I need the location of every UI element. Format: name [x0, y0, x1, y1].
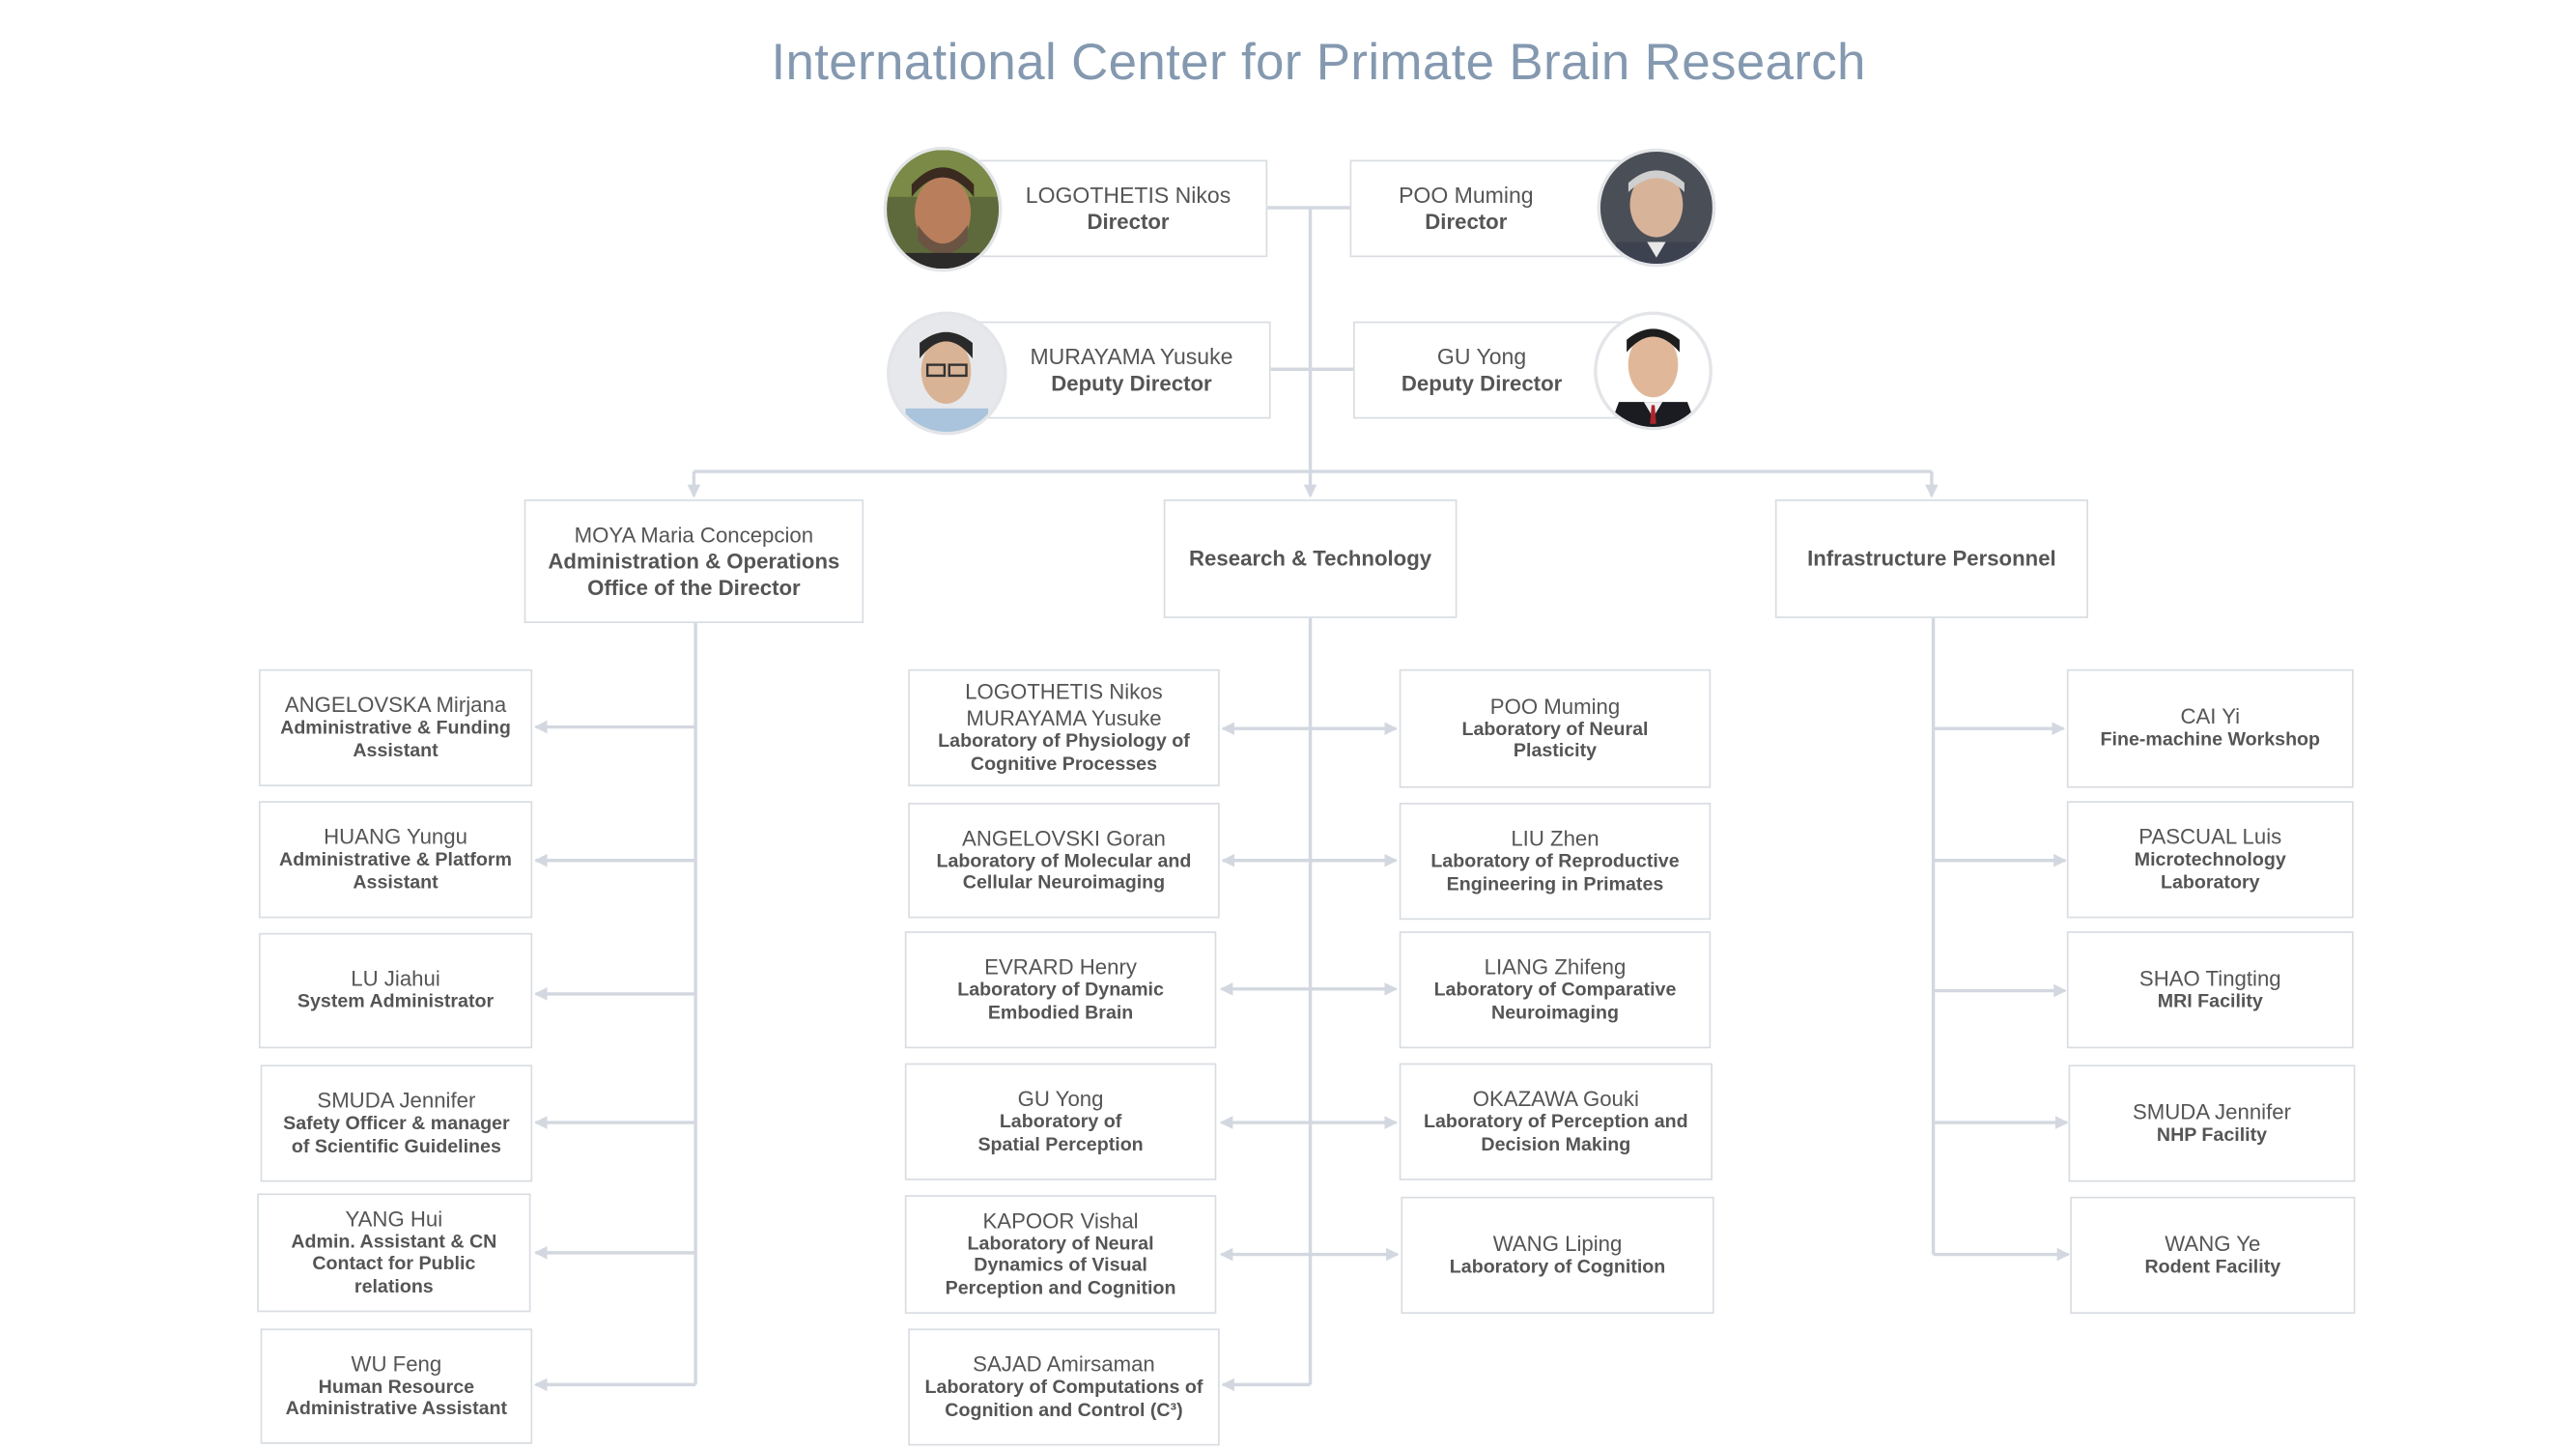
- lab-name: Laboratory of Spatial Perception: [977, 1112, 1144, 1155]
- portrait-gu-icon: [1594, 311, 1713, 431]
- division-head-name: MOYA Maria Concepcion: [574, 522, 814, 547]
- portrait-logothetis-icon: [883, 146, 1003, 272]
- research-lab-card: LOGOTHETIS Nikos MURAYAMA Yusuke Laborat…: [908, 668, 1220, 786]
- director-name: LOGOTHETIS Nikos: [1025, 182, 1231, 208]
- staff-name: ANGELOVSKA Mirjana: [284, 692, 507, 718]
- division-title: Infrastructure Personnel: [1807, 545, 2056, 571]
- facility-name: MRI Facility: [2157, 991, 2263, 1012]
- facility-name: Rodent Facility: [2144, 1257, 2281, 1278]
- research-lab-card: POO Muming Laboratory of Neural Plastici…: [1399, 668, 1712, 788]
- portrait-poo-icon: [1597, 148, 1716, 268]
- division-title: Research & Technology: [1189, 545, 1432, 571]
- staff-name: WANG Ye: [2165, 1231, 2261, 1256]
- staff-name: YANG Hui: [345, 1206, 443, 1232]
- admin-staff-card: YANG Hui Admin. Assistant & CN Contact f…: [257, 1193, 531, 1313]
- division-administration: MOYA Maria Concepcion Administration & O…: [524, 499, 864, 624]
- lab-name: Laboratory of Cognition: [1449, 1257, 1666, 1278]
- director-name: POO Muming: [1399, 182, 1534, 208]
- lab-head-name: ANGELOVSKI Goran: [962, 825, 1166, 850]
- research-lab-card: WANG Liping Laboratory of Cognition: [1401, 1196, 1714, 1315]
- director-role: Deputy Director: [1401, 370, 1563, 395]
- staff-name: HUANG Yungu: [324, 824, 467, 849]
- lab-name: Laboratory of Physiology of Cognitive Pr…: [938, 731, 1190, 775]
- admin-staff-card: WU Feng Human Resource Administrative As…: [260, 1328, 533, 1444]
- lab-name: Laboratory of Dynamic Embodied Brain: [957, 980, 1164, 1023]
- research-lab-card: GU Yong Laboratory of Spatial Perception: [904, 1063, 1217, 1180]
- division-infrastructure: Infrastructure Personnel: [1774, 499, 2089, 618]
- staff-name: SMUDA Jennifer: [317, 1088, 476, 1113]
- staff-role: Administrative & Platform Assistant: [279, 850, 513, 894]
- lab-head-name: LIANG Zhifeng: [1484, 954, 1627, 980]
- facility-name: Fine-machine Workshop: [2100, 730, 2321, 751]
- staff-name: CAI Yi: [2180, 704, 2241, 729]
- infrastructure-card: CAI Yi Fine-machine Workshop: [2066, 668, 2354, 788]
- infrastructure-card: SMUDA Jennifer NHP Facility: [2068, 1065, 2356, 1182]
- director-role: Director: [1425, 208, 1508, 234]
- lab-head-name: POO Muming: [1489, 693, 1621, 719]
- director-logothetis: LOGOTHETIS Nikos Director: [972, 159, 1268, 258]
- staff-name: PASCUAL Luis: [2138, 824, 2282, 849]
- staff-name: WU Feng: [351, 1350, 442, 1376]
- staff-role: System Administrator: [297, 992, 495, 1013]
- director-name: GU Yong: [1436, 343, 1527, 369]
- admin-staff-card: ANGELOVSKA Mirjana Administrative & Fund…: [258, 668, 533, 786]
- research-lab-card: KAPOOR Vishal Laboratory of Neural Dynam…: [904, 1195, 1217, 1315]
- facility-name: Microtechnology Laboratory: [2134, 850, 2286, 894]
- division-subtitle: Office of the Director: [587, 574, 801, 600]
- lab-head-name: LOGOTHETIS Nikos: [965, 679, 1163, 704]
- lab-head-name: WANG Liping: [1492, 1231, 1623, 1256]
- lab-head-name: OKAZAWA Gouki: [1472, 1086, 1639, 1112]
- admin-staff-card: LU Jiahui System Administrator: [258, 932, 533, 1049]
- infrastructure-card: PASCUAL Luis Microtechnology Laboratory: [2066, 801, 2354, 919]
- research-lab-card: LIANG Zhifeng Laboratory of Comparative …: [1399, 931, 1712, 1049]
- research-lab-card: ANGELOVSKI Goran Laboratory of Molecular…: [908, 803, 1220, 919]
- staff-name: SHAO Tingting: [2138, 965, 2281, 991]
- lab-name: Laboratory of Neural Plasticity: [1461, 719, 1649, 762]
- infrastructure-card: WANG Ye Rodent Facility: [2070, 1196, 2356, 1315]
- research-lab-card: SAJAD Amirsaman Laboratory of Computatio…: [908, 1328, 1220, 1446]
- lab-name: Laboratory of Molecular and Cellular Neu…: [936, 851, 1192, 894]
- lab-name: Laboratory of Reproductive Engineering i…: [1430, 852, 1680, 895]
- lab-head-name-2: MURAYAMA Yusuke: [966, 705, 1162, 730]
- staff-role: Admin. Assistant & CN Contact for Public…: [291, 1232, 497, 1297]
- lab-head-name: GU Yong: [1017, 1086, 1104, 1112]
- research-lab-card: OKAZAWA Gouki Laboratory of Perception a…: [1399, 1063, 1713, 1180]
- lab-head-name: LIU Zhen: [1511, 825, 1599, 851]
- deputy-gu: GU Yong Deputy Director: [1352, 321, 1637, 419]
- director-role: Deputy Director: [1051, 370, 1212, 395]
- admin-staff-card: SMUDA Jennifer Safety Officer & manager …: [260, 1065, 533, 1182]
- facility-name: NHP Facility: [2156, 1125, 2268, 1146]
- staff-role: Administrative & Funding Assistant: [280, 718, 511, 761]
- infrastructure-card: SHAO Tingting MRI Facility: [2066, 931, 2354, 1049]
- lab-head-name: EVRARD Henry: [984, 954, 1137, 980]
- research-lab-card: EVRARD Henry Laboratory of Dynamic Embod…: [904, 931, 1217, 1049]
- director-role: Director: [1087, 208, 1170, 234]
- lab-name: Laboratory of Perception and Decision Ma…: [1423, 1112, 1688, 1155]
- staff-name: SMUDA Jennifer: [2133, 1098, 2291, 1124]
- division-title: Administration & Operations: [548, 548, 840, 573]
- lab-head-name: KAPOOR Vishal: [982, 1208, 1139, 1233]
- division-research: Research & Technology: [1163, 499, 1458, 618]
- lab-name: Laboratory of Comparative Neuroimaging: [1433, 980, 1677, 1023]
- lab-name: Laboratory of Computations of Cognition …: [924, 1378, 1203, 1421]
- admin-staff-card: HUANG Yungu Administrative & Platform As…: [258, 801, 533, 919]
- staff-name: LU Jiahui: [351, 966, 440, 991]
- staff-role: Safety Officer & manager of Scientific G…: [283, 1114, 510, 1157]
- director-poo: POO Muming Director: [1349, 159, 1639, 258]
- director-name: MURAYAMA Yusuke: [1030, 343, 1233, 369]
- deputy-murayama: MURAYAMA Yusuke Deputy Director: [976, 321, 1271, 419]
- lab-head-name: SAJAD Amirsaman: [973, 1351, 1155, 1377]
- lab-name: Laboratory of Neural Dynamics of Visual …: [945, 1234, 1176, 1299]
- staff-role: Human Resource Administrative Assistant: [285, 1377, 508, 1420]
- portrait-murayama-icon: [887, 311, 1007, 436]
- research-lab-card: LIU Zhen Laboratory of Reproductive Engi…: [1399, 803, 1712, 921]
- chart-title: International Center for Primate Brain R…: [771, 33, 1866, 91]
